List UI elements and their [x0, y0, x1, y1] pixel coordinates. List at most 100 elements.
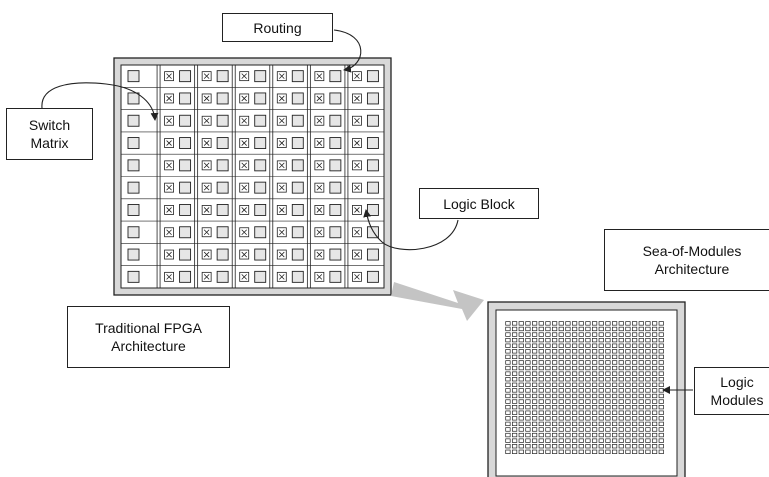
logic-module	[525, 449, 531, 454]
logic-module	[552, 444, 558, 449]
logic-modules-label: Logic Modules	[694, 367, 769, 415]
logic-module	[578, 371, 584, 376]
logic-module	[652, 432, 658, 438]
logic-module	[632, 377, 638, 382]
switch-matrix-cross	[354, 117, 360, 124]
logic-module	[598, 432, 604, 438]
routing-gap	[143, 271, 149, 283]
logic-module	[552, 349, 558, 354]
switch-matrix-cross	[279, 140, 285, 146]
switch-matrix-cross	[166, 140, 172, 146]
logic-block	[329, 203, 342, 216]
logic-module	[525, 360, 531, 365]
logic-module	[558, 393, 564, 399]
logic-module	[512, 449, 518, 454]
switch-matrix-cross	[203, 95, 210, 102]
logic-module	[618, 432, 624, 438]
logic-module	[565, 382, 571, 387]
logic-module	[598, 405, 604, 410]
logic-module	[592, 382, 598, 387]
logic-module	[545, 399, 551, 404]
logic-module	[572, 444, 578, 449]
logic-module	[652, 399, 658, 404]
logic-module	[652, 377, 658, 382]
logic-block	[291, 270, 304, 283]
logic-module	[605, 360, 611, 365]
logic-module	[512, 382, 518, 387]
logic-module	[632, 444, 638, 449]
logic-module	[605, 349, 611, 354]
logic-module	[512, 421, 518, 427]
logic-block	[291, 70, 304, 83]
logic-module	[538, 438, 544, 443]
logic-module	[618, 377, 624, 382]
logic-module	[652, 449, 658, 454]
logic-module	[525, 421, 531, 427]
logic-module	[525, 444, 531, 449]
logic-module	[518, 427, 524, 432]
logic-module	[565, 449, 571, 454]
logic-block	[127, 248, 140, 261]
logic-module	[598, 388, 604, 393]
logic-module	[552, 399, 558, 404]
logic-module	[618, 410, 624, 415]
logic-module	[632, 421, 638, 427]
switch-matrix-cross	[279, 162, 285, 169]
logic-module	[645, 338, 651, 343]
logic-module	[592, 388, 598, 393]
switch-matrix-cross	[316, 73, 323, 79]
switch-matrix-cross	[241, 117, 247, 124]
logic-module	[572, 365, 578, 371]
logic-module	[652, 354, 658, 360]
logic-module	[592, 421, 598, 427]
logic-module	[612, 365, 618, 371]
switch-matrix-cross	[316, 184, 323, 191]
logic-module	[552, 393, 558, 399]
logic-module	[652, 371, 658, 376]
logic-module	[572, 354, 578, 360]
logic-module	[538, 410, 544, 415]
logic-module	[545, 410, 551, 415]
logic-module	[505, 444, 511, 449]
logic-module	[605, 332, 611, 337]
logic-module	[525, 405, 531, 410]
logic-block	[291, 181, 304, 194]
switch-matrix-cross	[316, 162, 323, 169]
logic-module	[598, 382, 604, 387]
logic-module	[618, 349, 624, 354]
logic-module	[572, 332, 578, 337]
logic-block	[329, 226, 342, 239]
logic-module	[545, 371, 551, 376]
logic-module	[552, 410, 558, 415]
logic-module	[605, 382, 611, 387]
logic-module	[572, 432, 578, 438]
logic-module	[565, 343, 571, 348]
logic-module	[538, 371, 544, 376]
logic-module	[525, 343, 531, 348]
switch-matrix-cross	[316, 95, 323, 102]
routing-gap	[143, 249, 149, 261]
logic-module	[532, 332, 538, 337]
logic-module	[512, 349, 518, 354]
logic-module	[518, 354, 524, 360]
logic-module	[592, 393, 598, 399]
logic-module	[638, 399, 644, 404]
logic-module	[572, 449, 578, 454]
logic-module	[612, 338, 618, 343]
logic-module	[585, 449, 591, 454]
sea-of-modules-label-line-1: Sea-of-Modules	[642, 243, 742, 259]
logic-block	[127, 226, 140, 239]
logic-module	[525, 382, 531, 387]
logic-block	[291, 137, 304, 150]
logic-module	[605, 393, 611, 399]
logic-module	[572, 399, 578, 404]
logic-module	[598, 371, 604, 376]
logic-module	[578, 338, 584, 343]
logic-module	[618, 371, 624, 376]
logic-module	[552, 332, 558, 337]
logic-module	[612, 360, 618, 365]
logic-module	[592, 399, 598, 404]
logic-block	[179, 248, 192, 261]
switch-matrix-cross	[203, 140, 210, 146]
logic-module	[632, 388, 638, 393]
